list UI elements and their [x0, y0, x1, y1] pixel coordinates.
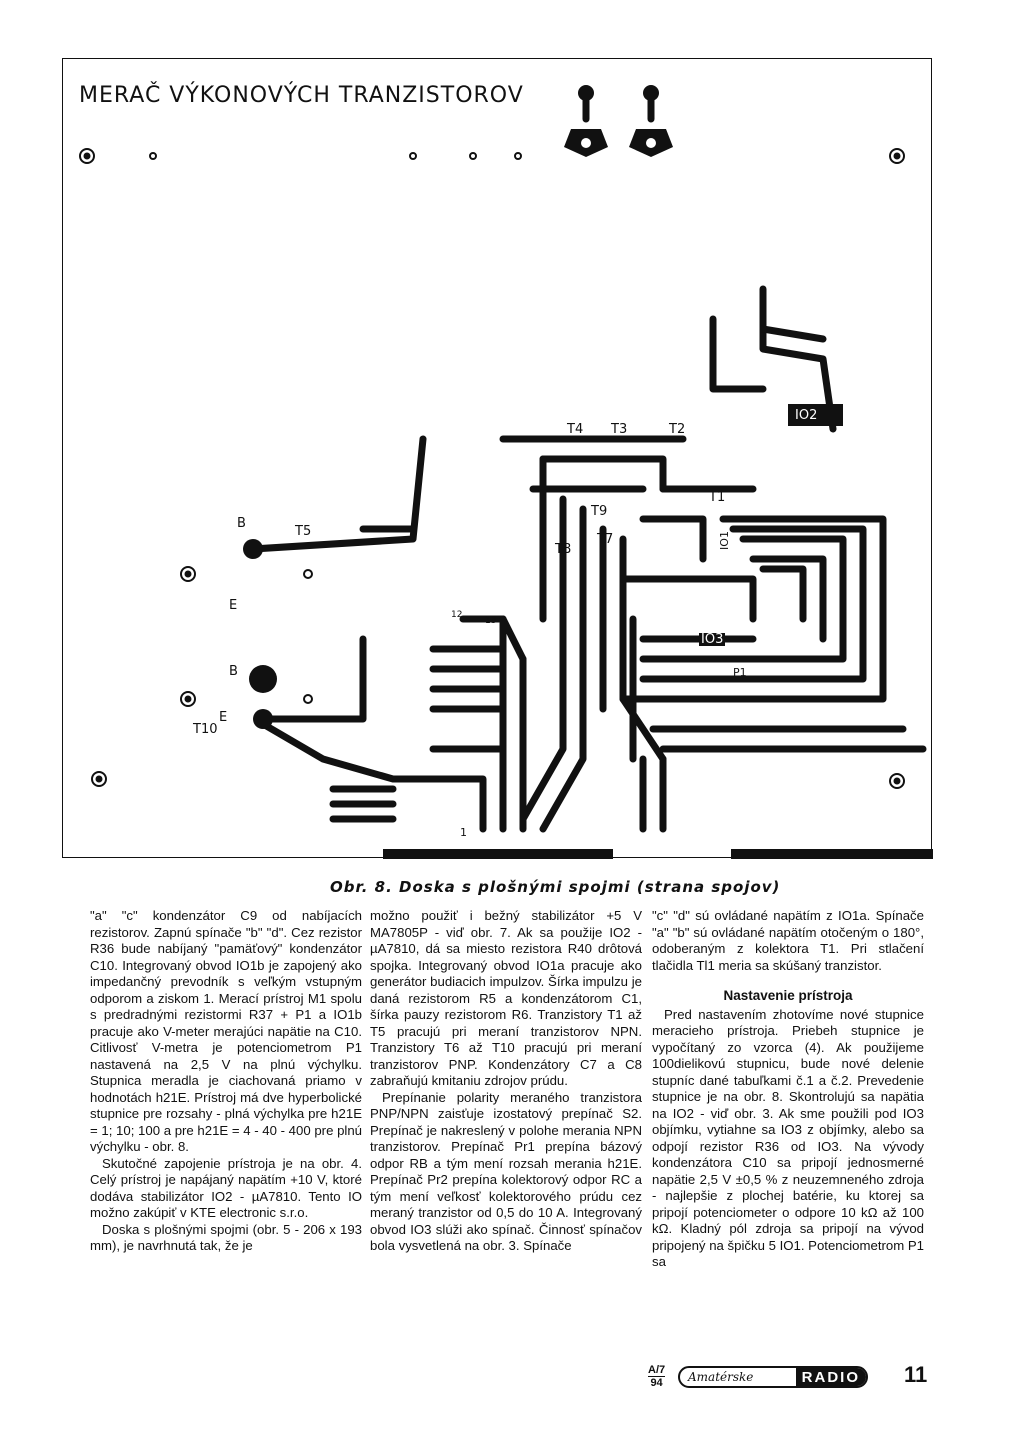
- pcb-layout-figure: MERAČ VÝKONOVÝCH TRANZISTOROV T4 T3 T2 I…: [62, 58, 933, 859]
- logo-radio: RADIO: [795, 1368, 866, 1386]
- text-column-3: "c" "d" sú ovládané napätím z IO1a. Spín…: [652, 908, 924, 1271]
- text-column-2: možno použiť i bežný stabilizátor +5 V M…: [370, 908, 642, 1255]
- label-t3: T3: [611, 422, 628, 437]
- label-b-t10: B: [229, 664, 238, 679]
- label-t8: T8: [555, 542, 572, 557]
- text-column-1: "a" "c" kondenzátor C9 od nabíjacích rez…: [90, 908, 362, 1255]
- paragraph: "a" "c" kondenzátor C9 od nabíjacích rez…: [90, 908, 363, 1154]
- label-b-t5: B: [237, 516, 246, 531]
- label-io1: IO1: [717, 531, 731, 550]
- label-io3: IO3: [699, 632, 726, 647]
- label-12: 12: [451, 610, 463, 620]
- section-heading: Nastavenie prístroja: [723, 988, 853, 1003]
- magazine-logo: Amatérske RADIO: [678, 1366, 868, 1388]
- paragraph: Prepínanie polarity meraného tranzistora…: [370, 1089, 642, 1254]
- label-e-t5: E: [229, 598, 238, 613]
- label-io2: IO2: [795, 408, 818, 423]
- label-t9: T9: [591, 504, 608, 519]
- paragraph: Skutočné zapojenie prístroja je na obr. …: [90, 1155, 362, 1221]
- label-t4: T4: [567, 422, 584, 437]
- label-t7: T7: [597, 532, 614, 547]
- label-e-t10: E: [219, 710, 228, 725]
- label-t2: T2: [669, 422, 686, 437]
- paragraph: "c" "d" sú ovládané napätím z IO1a. Spín…: [652, 908, 924, 973]
- issue-number: A/7 94: [648, 1364, 666, 1389]
- page-number: 11: [904, 1362, 928, 1387]
- figure-caption: Obr. 8. Doska s plošnými spojmi (strana …: [330, 878, 781, 896]
- logo-script: Amatérske: [688, 1370, 754, 1384]
- label-t1: T1: [709, 490, 726, 505]
- page-footer: A/7 94 Amatérske RADIO 11: [648, 1360, 938, 1400]
- label-t10: T10: [193, 722, 218, 737]
- label-t5: T5: [295, 524, 312, 539]
- label-p1: P1: [733, 666, 747, 679]
- pcb-traces: [79, 85, 933, 859]
- paragraph: Pred nastavením zhotovíme nové stupnice …: [652, 1006, 924, 1270]
- paragraph: možno použiť i bežný stabilizátor +5 V M…: [370, 908, 642, 1088]
- label-1: 1: [460, 826, 467, 839]
- pcb-title: MERAČ VÝKONOVÝCH TRANZISTOROV: [79, 83, 524, 108]
- label-13: 13: [485, 616, 497, 626]
- paragraph: Doska s plošnými spojmi (obr. 5 - 206 x …: [90, 1221, 362, 1254]
